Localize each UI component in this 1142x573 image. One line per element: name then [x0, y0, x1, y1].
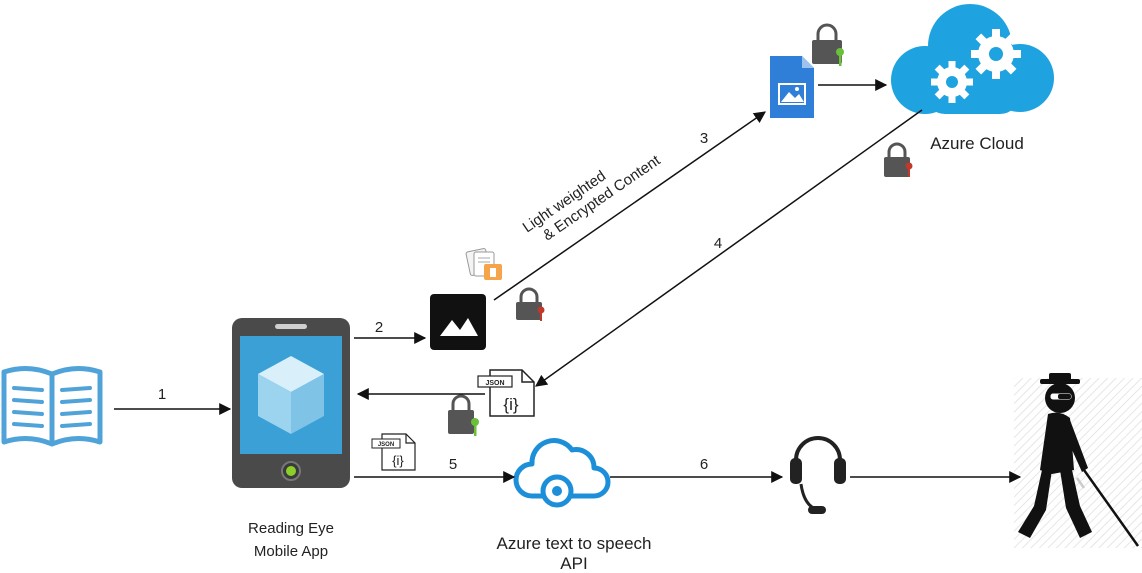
tts-label-line2: API [560, 554, 587, 573]
blind-person-icon [1014, 373, 1142, 548]
lock-icon [448, 394, 479, 436]
lock-icon [812, 23, 844, 66]
documents-icon [465, 248, 502, 280]
arrow-step-4 [535, 109, 923, 387]
azure-cloud-label: Azure Cloud [930, 134, 1024, 153]
json-tag: JSON [378, 442, 394, 448]
book-icon [1, 366, 103, 447]
mobile-phone-icon [232, 318, 350, 488]
step-4-label: 4 [714, 235, 722, 252]
azure-cloud-icon [891, 4, 1054, 114]
json-file-icon: JSON {i} [477, 369, 535, 417]
app-label-line1: Reading Eye [248, 520, 334, 537]
step-2-label: 2 [375, 319, 383, 336]
lock-icon [516, 287, 545, 321]
app-label-line2: Mobile App [254, 543, 328, 560]
json-braces: {i} [503, 395, 518, 414]
tts-label-line1: Azure text to speech [497, 534, 652, 553]
text-to-speech-icon [513, 438, 611, 508]
step-5-label: 5 [449, 456, 457, 473]
image-icon [430, 294, 486, 350]
json-tag: JSON [485, 380, 504, 387]
step-3-label: 3 [700, 130, 708, 147]
json-file-icon: JSON {i} [371, 433, 416, 471]
arrow-step-3 [493, 111, 766, 301]
lock-icon [884, 142, 913, 177]
image-file-icon [770, 56, 814, 118]
json-braces: {i} [392, 453, 404, 468]
step-6-label: 6 [700, 456, 708, 473]
step-1-label: 1 [158, 386, 166, 403]
headset-icon [790, 436, 846, 514]
